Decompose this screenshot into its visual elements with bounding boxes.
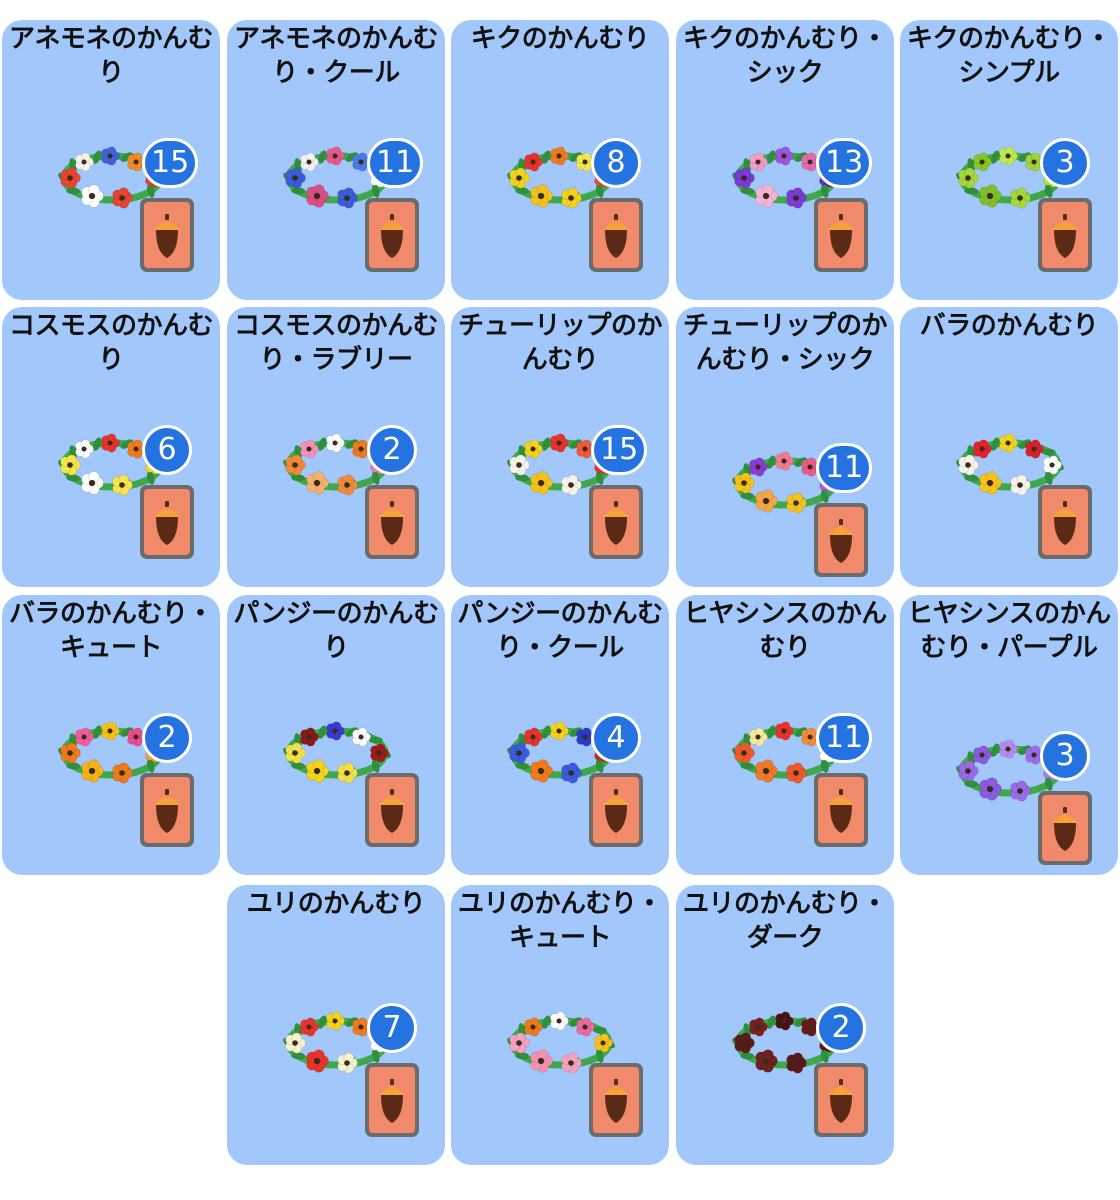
item-name: ユリのかんむり・ダーク xyxy=(682,889,888,953)
acorn-recipe-card-icon xyxy=(365,198,419,272)
acorn-recipe-card-icon xyxy=(365,485,419,559)
count-badge: 2 xyxy=(816,1003,866,1053)
acorn-recipe-card-icon xyxy=(589,1063,643,1137)
count-badge: 11 xyxy=(367,138,424,188)
acorn-recipe-card-icon xyxy=(1038,198,1092,272)
item-name: キクのかんむり・シンプル xyxy=(906,24,1112,88)
acorn-recipe-card-icon xyxy=(589,485,643,559)
count-badge: 4 xyxy=(591,713,641,763)
flower-crown-icon xyxy=(956,433,1064,496)
crown-item-card[interactable]: キクのかんむり 8 xyxy=(451,20,669,300)
crown-item-card[interactable]: コスモスのかんむり 6 xyxy=(2,307,220,587)
item-name: バラのかんむり xyxy=(919,311,1099,341)
item-name: バラのかんむり・キュート xyxy=(8,599,214,663)
item-name: ヒヤシンスのかんむり xyxy=(683,599,887,663)
item-name: アネモネのかんむり・クール xyxy=(233,24,439,88)
acorn-recipe-card-icon xyxy=(1038,791,1092,865)
item-name: ユリのかんむり xyxy=(246,889,426,919)
count-badge: 6 xyxy=(142,425,192,475)
count-badge: 13 xyxy=(816,138,873,188)
item-name: チューリップのかんむり xyxy=(457,311,663,375)
acorn-recipe-card-icon xyxy=(140,198,194,272)
count-badge: 3 xyxy=(1040,731,1090,781)
crown-item-card[interactable]: ヒヤシンスのかんむり 11 xyxy=(676,595,894,875)
flower-crown-icon xyxy=(956,146,1064,209)
acorn-recipe-card-icon xyxy=(814,503,868,577)
item-name: コスモスのかんむり xyxy=(8,311,214,375)
acorn-recipe-card-icon xyxy=(140,485,194,559)
acorn-recipe-card-icon xyxy=(589,198,643,272)
count-badge: 3 xyxy=(1040,138,1090,188)
crown-item-card[interactable]: パンジーのかんむり・クール 4 xyxy=(451,595,669,875)
acorn-recipe-card-icon xyxy=(814,773,868,847)
count-badge: 15 xyxy=(591,425,648,475)
item-name: キクのかんむり・シック xyxy=(682,24,888,88)
crown-item-card[interactable]: アネモネのかんむり 15 xyxy=(2,20,220,300)
acorn-recipe-card-icon xyxy=(365,1063,419,1137)
crown-item-card[interactable]: ヒヤシンスのかんむり・パープル 3 xyxy=(900,595,1118,875)
flower-crown-icon xyxy=(507,1011,615,1074)
acorn-recipe-card-icon xyxy=(1038,485,1092,559)
crown-item-card[interactable]: チューリップのかんむり・シック 11 xyxy=(676,307,894,587)
item-name: ユリのかんむり・キュート xyxy=(457,889,663,953)
item-name: キクのかんむり xyxy=(470,24,650,54)
item-name: チューリップのかんむり・シック xyxy=(682,311,888,375)
count-badge: 7 xyxy=(367,1003,417,1053)
crown-item-card[interactable]: ユリのかんむり・ダーク 2 xyxy=(676,885,894,1165)
item-name: ヒヤシンスのかんむり・パープル xyxy=(907,599,1111,663)
crown-item-card[interactable]: パンジーのかんむり xyxy=(227,595,445,875)
count-badge: 2 xyxy=(142,713,192,763)
item-name: コスモスのかんむり・ラブリー xyxy=(233,311,439,375)
crown-item-card[interactable]: チューリップのかんむり 15 xyxy=(451,307,669,587)
item-name: パンジーのかんむり xyxy=(233,599,439,663)
crown-item-card[interactable]: キクのかんむり・シック 13 xyxy=(676,20,894,300)
item-name: アネモネのかんむり xyxy=(8,24,214,88)
count-badge: 2 xyxy=(367,425,417,475)
crown-item-card[interactable]: アネモネのかんむり・クール 11 xyxy=(227,20,445,300)
crown-item-card[interactable]: コスモスのかんむり・ラブリー 2 xyxy=(227,307,445,587)
flower-crown-icon xyxy=(58,433,166,496)
flower-crown-icon xyxy=(732,146,840,209)
crown-item-card[interactable]: バラのかんむり・キュート 2 xyxy=(2,595,220,875)
crown-item-card[interactable]: ユリのかんむり 7 xyxy=(227,885,445,1165)
acorn-recipe-card-icon xyxy=(814,1063,868,1137)
crown-item-card[interactable]: バラのかんむり xyxy=(900,307,1118,587)
item-name: パンジーのかんむり・クール xyxy=(457,599,663,663)
flower-crown-icon xyxy=(283,721,391,784)
flower-crown-icon xyxy=(58,146,166,209)
crown-item-card[interactable]: ユリのかんむり・キュート xyxy=(451,885,669,1165)
acorn-recipe-card-icon xyxy=(814,198,868,272)
acorn-recipe-card-icon xyxy=(140,773,194,847)
acorn-recipe-card-icon xyxy=(589,773,643,847)
flower-crown-icon xyxy=(283,1011,391,1074)
count-badge: 8 xyxy=(591,138,641,188)
crown-item-card[interactable]: キクのかんむり・シンプル 3 xyxy=(900,20,1118,300)
count-badge: 11 xyxy=(816,443,873,493)
count-badge: 15 xyxy=(142,138,199,188)
acorn-recipe-card-icon xyxy=(365,773,419,847)
count-badge: 11 xyxy=(816,713,873,763)
